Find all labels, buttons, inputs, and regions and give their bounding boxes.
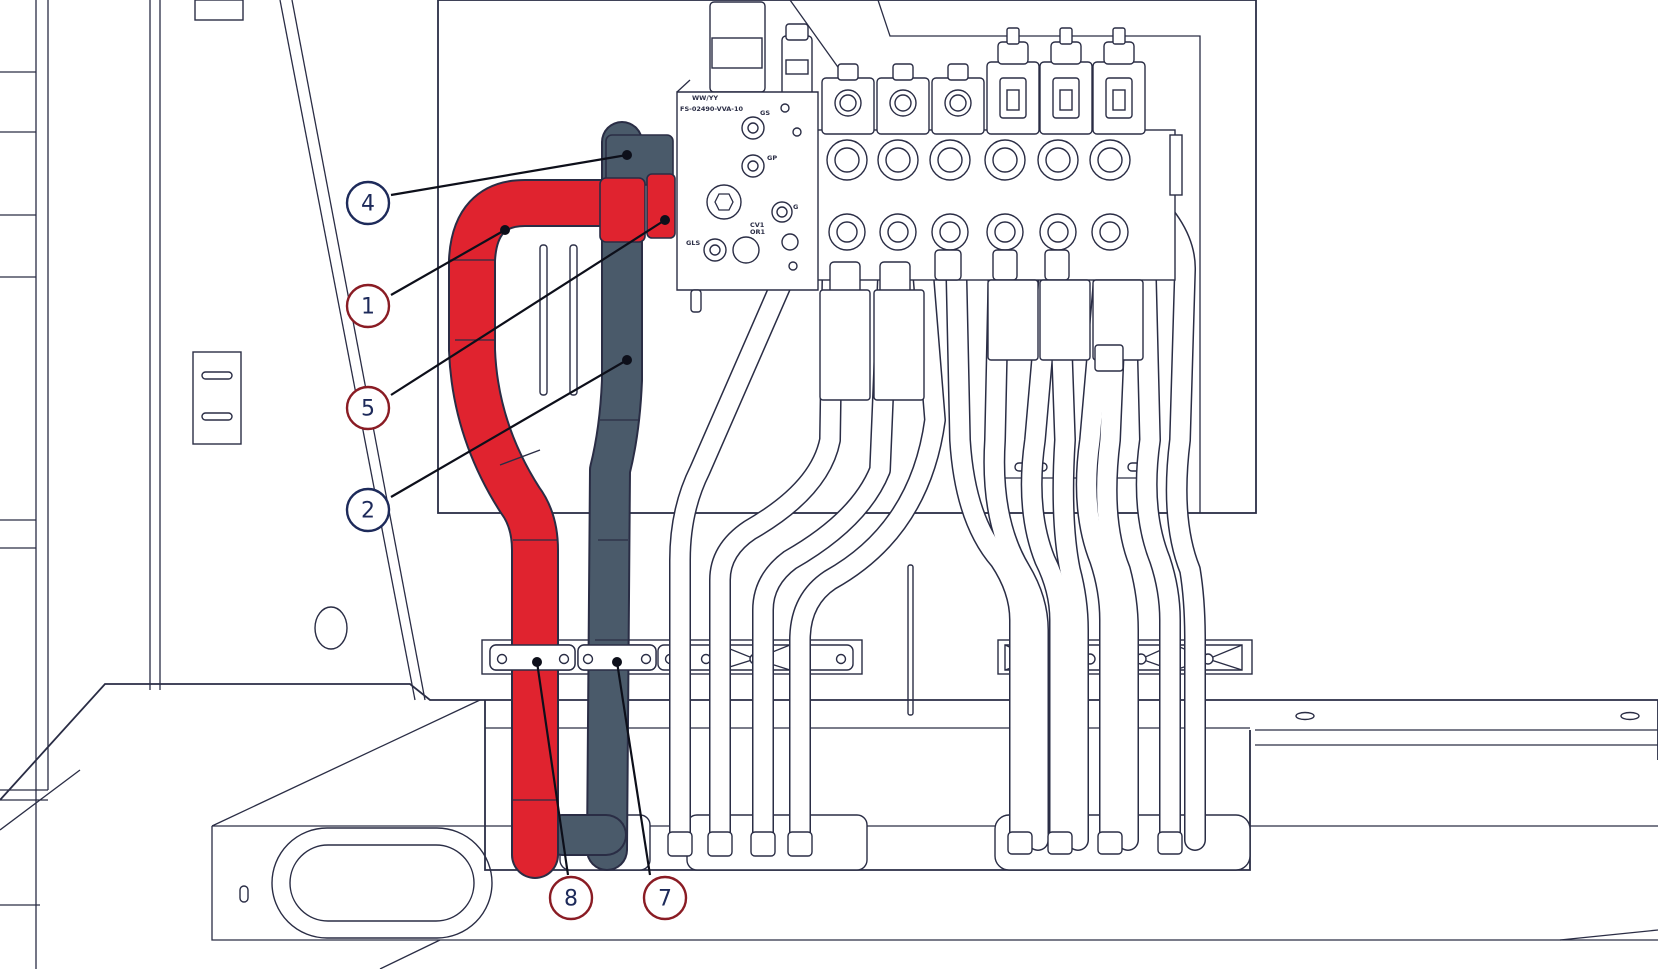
port-label-cv1: CV1 <box>750 221 765 229</box>
callout-2-number: 2 <box>361 499 375 524</box>
lower-solenoids <box>819 279 1144 401</box>
port-label-or1: OR1 <box>750 228 766 236</box>
callouts: 4 1 5 2 8 7 <box>345 150 688 921</box>
callout-4: 4 <box>345 180 391 226</box>
valve-code-2: FS-02490-VVA-10 <box>680 105 744 113</box>
valve-port-fittings <box>826 139 1131 326</box>
valve-bank <box>816 27 1183 401</box>
port-label-g: G <box>793 203 798 211</box>
callout-1: 1 <box>345 283 391 329</box>
callout-2: 2 <box>345 487 391 533</box>
callout-5: 5 <box>345 385 391 431</box>
port-label-gp: GP <box>767 154 777 162</box>
callout-8-number: 8 <box>564 887 578 912</box>
clamp-overlay <box>489 644 657 671</box>
callout-7-number: 7 <box>658 887 672 912</box>
valve-code-1: WW/YY <box>692 94 718 102</box>
port-label-gls: GLS <box>686 239 700 247</box>
manifold-block: WW/YY FS-02490-VVA-10 GS GP GLS CV1 OR1 … <box>676 1 819 313</box>
callout-1-number: 1 <box>361 295 375 320</box>
white-hoses <box>667 179 1206 857</box>
solenoid-row <box>821 27 1146 135</box>
red-pressure-hose <box>448 173 676 879</box>
dark-return-hose <box>541 121 674 871</box>
port-label-gs: GS <box>760 109 770 117</box>
callout-4-number: 4 <box>361 192 375 217</box>
callout-8: 8 <box>548 875 594 921</box>
callout-7: 7 <box>642 875 688 921</box>
callout-5-number: 5 <box>361 397 375 422</box>
